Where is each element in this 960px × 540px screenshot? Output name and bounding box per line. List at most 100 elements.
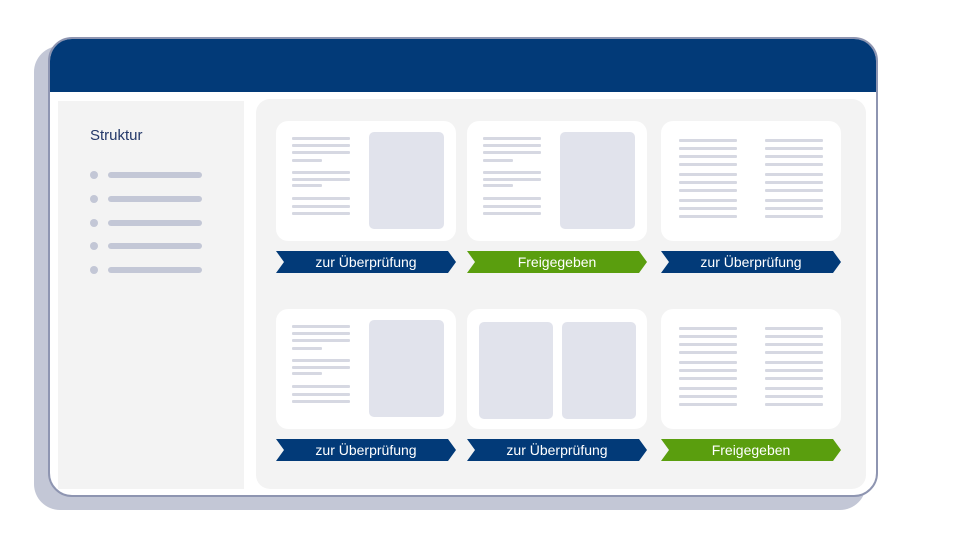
text-line-placeholder (679, 351, 737, 354)
image-placeholder (560, 132, 635, 229)
text-line-placeholder (679, 335, 737, 338)
sidebar-title: Struktur (90, 127, 143, 144)
text-line-placeholder (765, 387, 823, 390)
bullet-icon (90, 219, 98, 227)
text-line-placeholder (765, 369, 823, 372)
text-line-placeholder (679, 343, 737, 346)
text-line-placeholder (765, 343, 823, 346)
text-line-placeholder (679, 147, 737, 150)
document-thumbnail[interactable] (467, 309, 647, 429)
sidebar-item[interactable] (90, 171, 202, 179)
sidebar-item-placeholder (108, 196, 202, 202)
ribbon-shape (661, 251, 841, 273)
text-line-placeholder (483, 144, 541, 147)
text-line-placeholder (679, 207, 737, 210)
text-line-placeholder (292, 184, 322, 187)
title-bar (50, 39, 876, 92)
text-line-placeholder (292, 332, 350, 335)
bullet-icon (90, 242, 98, 250)
sidebar-item[interactable] (90, 242, 202, 250)
text-line-placeholder (483, 151, 541, 154)
text-line-placeholder (292, 171, 350, 174)
text-line-placeholder (679, 395, 737, 398)
text-line-placeholder (765, 147, 823, 150)
text-line-placeholder (765, 395, 823, 398)
text-line-placeholder (483, 178, 541, 181)
status-label: zur Überprüfung (506, 442, 608, 458)
bullet-icon (90, 195, 98, 203)
text-line-placeholder (483, 159, 513, 162)
status-ribbon[interactable]: Freigegeben (661, 439, 841, 461)
text-line-placeholder (679, 181, 737, 184)
text-line-placeholder (765, 361, 823, 364)
ribbon-shape (661, 439, 841, 461)
text-line-placeholder (765, 403, 823, 406)
text-line-placeholder (292, 144, 350, 147)
text-line-placeholder (483, 205, 541, 208)
text-line-placeholder (679, 327, 737, 330)
document-thumbnail[interactable] (467, 121, 647, 241)
text-line-placeholder (765, 139, 823, 142)
text-line-placeholder (292, 159, 322, 162)
sidebar-item[interactable] (90, 219, 202, 227)
document-thumbnail[interactable] (276, 309, 456, 429)
text-line-placeholder (292, 366, 350, 369)
text-line-placeholder (292, 212, 350, 215)
text-line-placeholder (765, 327, 823, 330)
text-line-placeholder (292, 372, 322, 375)
text-line-placeholder (679, 155, 737, 158)
status-ribbon[interactable]: Freigegeben (467, 251, 647, 273)
text-line-placeholder (679, 189, 737, 192)
text-line-placeholder (483, 197, 541, 200)
text-line-placeholder (292, 325, 350, 328)
sidebar-item-placeholder (108, 267, 202, 273)
image-placeholder (562, 322, 636, 419)
text-line-placeholder (292, 178, 350, 181)
sidebar-item-placeholder (108, 243, 202, 249)
text-line-placeholder (765, 173, 823, 176)
text-line-placeholder (292, 385, 350, 388)
text-line-placeholder (765, 163, 823, 166)
status-label: zur Überprüfung (315, 254, 417, 270)
text-line-placeholder (292, 197, 350, 200)
status-ribbon[interactable]: zur Überprüfung (276, 251, 456, 273)
text-line-placeholder (679, 377, 737, 380)
document-thumbnail[interactable] (661, 309, 841, 429)
status-ribbon[interactable]: zur Überprüfung (276, 439, 456, 461)
sidebar-item-placeholder (108, 220, 202, 226)
bullet-icon (90, 171, 98, 179)
text-line-placeholder (679, 163, 737, 166)
status-label: Freigegeben (711, 442, 791, 458)
image-placeholder (369, 320, 444, 417)
sidebar-item[interactable] (90, 266, 202, 274)
text-line-placeholder (679, 387, 737, 390)
text-line-placeholder (483, 212, 541, 215)
text-line-placeholder (765, 155, 823, 158)
text-line-placeholder (292, 400, 350, 403)
ribbon-shape (276, 439, 456, 461)
text-line-placeholder (765, 181, 823, 184)
status-label: zur Überprüfung (315, 442, 417, 458)
text-line-placeholder (679, 403, 737, 406)
status-ribbon[interactable]: zur Überprüfung (467, 439, 647, 461)
text-line-placeholder (679, 173, 737, 176)
text-line-placeholder (483, 184, 513, 187)
text-line-placeholder (292, 359, 350, 362)
text-line-placeholder (765, 351, 823, 354)
ribbon-shape (467, 251, 647, 273)
status-ribbon[interactable]: zur Überprüfung (661, 251, 841, 273)
text-line-placeholder (679, 361, 737, 364)
sidebar-item[interactable] (90, 195, 202, 203)
document-thumbnail[interactable] (276, 121, 456, 241)
document-thumbnail[interactable] (661, 121, 841, 241)
text-line-placeholder (292, 137, 350, 140)
text-line-placeholder (765, 335, 823, 338)
status-label: Freigegeben (517, 254, 597, 270)
ribbon-shape (467, 439, 647, 461)
text-line-placeholder (765, 199, 823, 202)
status-label: zur Überprüfung (700, 254, 802, 270)
text-line-placeholder (292, 393, 350, 396)
text-line-placeholder (292, 339, 350, 342)
